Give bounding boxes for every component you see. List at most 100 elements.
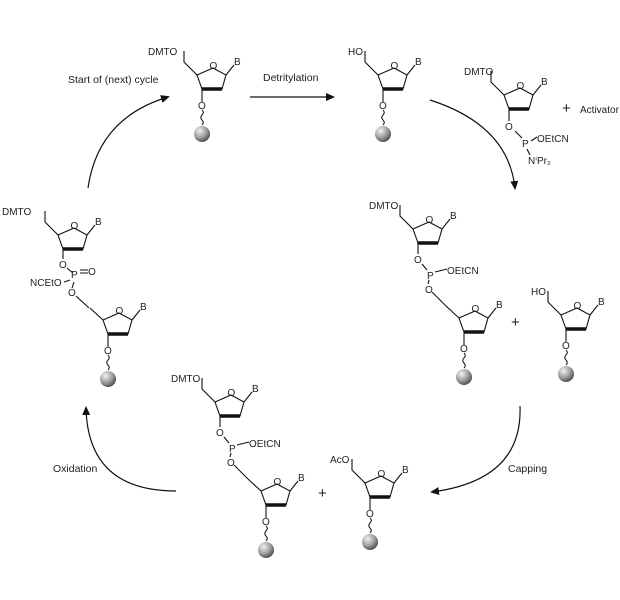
- aco-label: AcO: [330, 455, 350, 466]
- oxygen-label: O: [366, 509, 374, 520]
- p-o-bond: [229, 452, 232, 458]
- oetcn-label: OEtCN: [249, 439, 281, 450]
- oxygen-label: O: [425, 285, 433, 296]
- base-label: B: [598, 297, 605, 308]
- c5-bond: [351, 459, 366, 484]
- arrow-coupling: [429, 99, 519, 190]
- base-bond: [86, 224, 96, 236]
- oxygen-label: O: [505, 122, 513, 133]
- solid-support-bead: [558, 366, 574, 382]
- o-p-bond: [514, 130, 523, 139]
- bound-nucleoside: O B O: [247, 473, 305, 558]
- furanose-ring: [377, 67, 408, 90]
- ring-oxygen-label: O: [210, 61, 218, 72]
- solid-support-bead: [194, 126, 210, 142]
- ho-label: HO: [531, 287, 546, 298]
- arrow-oxidation: [82, 406, 177, 492]
- base-label: B: [496, 300, 503, 311]
- furanose-ring: [503, 87, 534, 110]
- p-double-bond-o: [80, 269, 88, 274]
- oxygen-label: O: [68, 288, 76, 299]
- step-detritylation-label: Detritylation: [263, 72, 319, 84]
- p-o-bond: [71, 281, 75, 289]
- oetcn-label: OEtCN: [537, 134, 569, 145]
- c5-bond: [183, 51, 198, 76]
- furanose-ring: [102, 312, 133, 335]
- phosphorus-label: P: [71, 270, 78, 281]
- furanose-ring: [196, 67, 227, 90]
- ncet-label: NCEtO: [30, 278, 62, 289]
- wavy-linker: [564, 349, 568, 366]
- oxygen-label: O: [262, 517, 270, 528]
- p-oet-bond: [63, 279, 71, 283]
- oxygen-label: O: [460, 344, 468, 355]
- ho-label: HO: [348, 47, 363, 58]
- arrow-next-cycle: [87, 95, 170, 189]
- base-bond: [131, 309, 141, 321]
- c5-bond: [399, 205, 414, 230]
- ring-oxygen-label: O: [116, 306, 124, 317]
- base-bond: [589, 304, 599, 316]
- base-bond: [289, 480, 299, 492]
- base-bond: [441, 218, 451, 230]
- deprotected-nucleoside-on-support: HO O B O: [348, 47, 422, 142]
- furanose-ring: [364, 475, 395, 498]
- o-p-bond: [421, 263, 428, 271]
- ring-oxygen-label: O: [472, 304, 480, 315]
- dmt-nucleoside-on-support: DMTO O B O: [148, 47, 241, 142]
- activator-label: Activator: [580, 105, 620, 116]
- dmto-label: DMTO: [148, 47, 177, 58]
- c5-bond: [445, 305, 460, 319]
- dmto-label: DMTO: [369, 201, 398, 212]
- p-oetcn-bond: [236, 441, 250, 446]
- base-label: B: [252, 384, 259, 395]
- base-bond: [393, 472, 403, 484]
- solid-support-bead: [362, 534, 378, 550]
- ring-oxygen-label: O: [574, 301, 582, 312]
- wavy-linker: [200, 109, 204, 126]
- oxygen-label: O: [414, 255, 422, 266]
- furanose-ring: [214, 394, 245, 417]
- base-label: B: [140, 302, 147, 313]
- base-bond: [225, 64, 235, 76]
- ring-oxygen-label: O: [517, 81, 525, 92]
- oxygen-label: O: [562, 341, 570, 352]
- solid-support-bead: [456, 369, 472, 385]
- o-p-bond: [223, 436, 230, 444]
- o5-c5-bond: [75, 295, 90, 309]
- bound-nucleoside: O B O: [89, 302, 147, 387]
- capped-nucleoside-on-support: AcO O B O: [330, 455, 409, 550]
- solid-support-bead: [100, 371, 116, 387]
- p-o-bond: [427, 279, 430, 285]
- base-label: B: [541, 77, 548, 88]
- base-bond: [487, 307, 497, 319]
- base-bond: [406, 64, 416, 76]
- o5-c5-bond: [233, 464, 249, 480]
- furanose-ring: [458, 310, 489, 333]
- bound-nucleoside: O B O: [445, 300, 503, 385]
- dmto-label: DMTO: [171, 374, 200, 385]
- plus-sign: +: [562, 100, 571, 117]
- base-bond: [243, 391, 253, 403]
- dmto-label: DMTO: [464, 67, 493, 78]
- wavy-linker: [106, 354, 110, 371]
- oetcn-label: OEtCN: [447, 266, 479, 277]
- ring-oxygen-label: O: [274, 477, 282, 488]
- base-label: B: [95, 217, 102, 228]
- base-label: B: [450, 211, 457, 222]
- wavy-linker: [264, 525, 268, 542]
- base-label: B: [298, 473, 305, 484]
- p-oetcn-bond: [434, 268, 448, 273]
- phosphite-triester-dimer: DMTO O B O P OEtCN O O B O: [171, 374, 305, 558]
- solid-support-bead: [258, 542, 274, 558]
- oxygen-label: O: [198, 101, 206, 112]
- solid-support-bead: [375, 126, 391, 142]
- o5-c5-bond: [431, 291, 447, 307]
- wavy-linker: [381, 109, 385, 126]
- ring-oxygen-label: O: [391, 61, 399, 72]
- base-label: B: [234, 57, 241, 68]
- double-bond-oxygen-label: O: [88, 267, 96, 278]
- base-label: B: [402, 465, 409, 476]
- oxygen-label: O: [227, 458, 235, 469]
